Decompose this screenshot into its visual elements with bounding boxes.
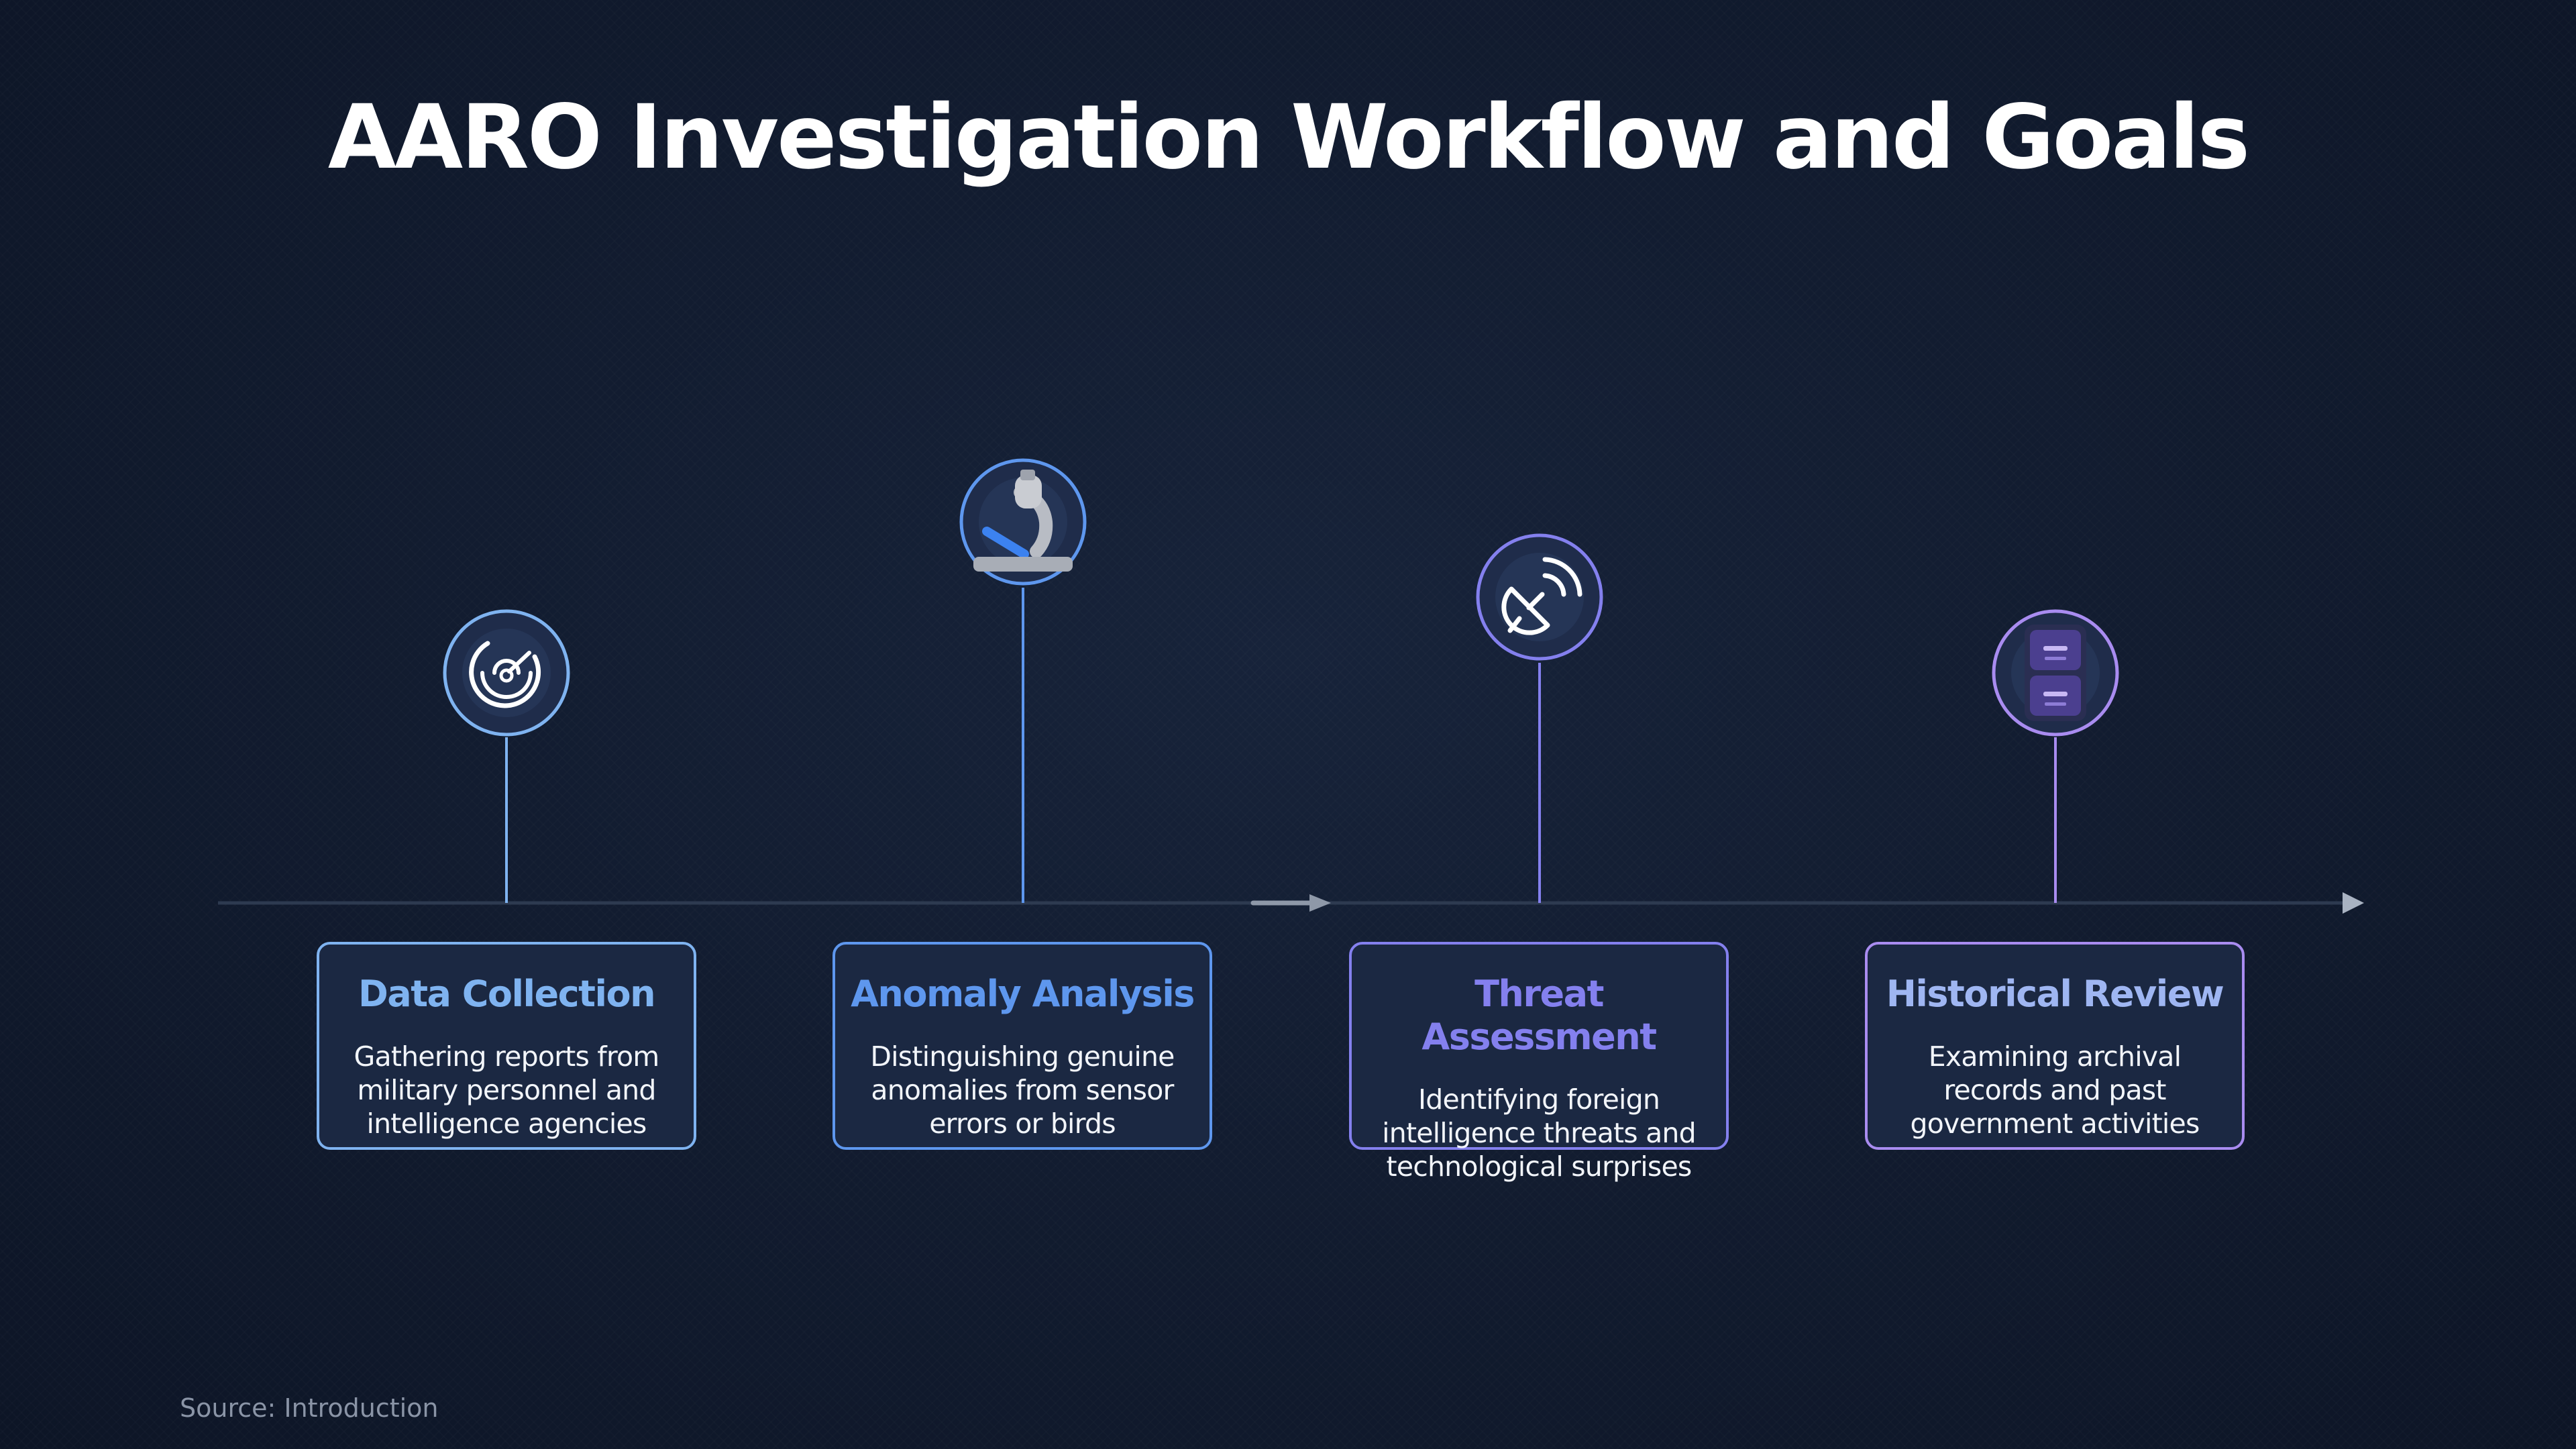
step-card-anomaly-analysis: Anomaly Analysis Distinguishing genuine … bbox=[833, 942, 1212, 1150]
step-description: Identifying foreign intelligence threats… bbox=[1382, 1083, 1696, 1183]
step-card-threat-assessment: Threat Assessment Identifying foreign in… bbox=[1349, 942, 1729, 1183]
step-description: Gathering reports from military personne… bbox=[354, 1040, 660, 1140]
flow-arrow-icon bbox=[1250, 894, 1331, 912]
step-card-data-collection: Data Collection Gathering reports from m… bbox=[317, 942, 696, 1150]
step-description: Distinguishing genuine anomalies from se… bbox=[870, 1040, 1175, 1140]
step-title: Anomaly Analysis bbox=[851, 973, 1195, 1015]
node-threat-assessment bbox=[1475, 533, 1604, 661]
step-description: Examining archival records and past gove… bbox=[1910, 1040, 2200, 1140]
step-title: Data Collection bbox=[358, 973, 656, 1015]
step-title: Threat Assessment bbox=[1421, 973, 1657, 1058]
step-title: Historical Review bbox=[1886, 973, 2224, 1015]
node-anomaly-analysis bbox=[959, 458, 1087, 586]
node-data-collection bbox=[442, 608, 571, 737]
source-note: Source: Introduction bbox=[180, 1393, 439, 1423]
file-cabinet-icon bbox=[1992, 609, 2119, 737]
satellite-dish-icon bbox=[1476, 533, 1603, 661]
node-historical-review bbox=[1991, 608, 2120, 737]
timeline-end-arrow bbox=[2343, 892, 2364, 914]
radar-icon bbox=[443, 609, 570, 737]
page-title: AARO Investigation Workflow and Goals bbox=[327, 86, 2250, 189]
step-card-historical-review: Historical Review Examining archival rec… bbox=[1865, 942, 2245, 1150]
microscope-icon bbox=[959, 458, 1087, 586]
